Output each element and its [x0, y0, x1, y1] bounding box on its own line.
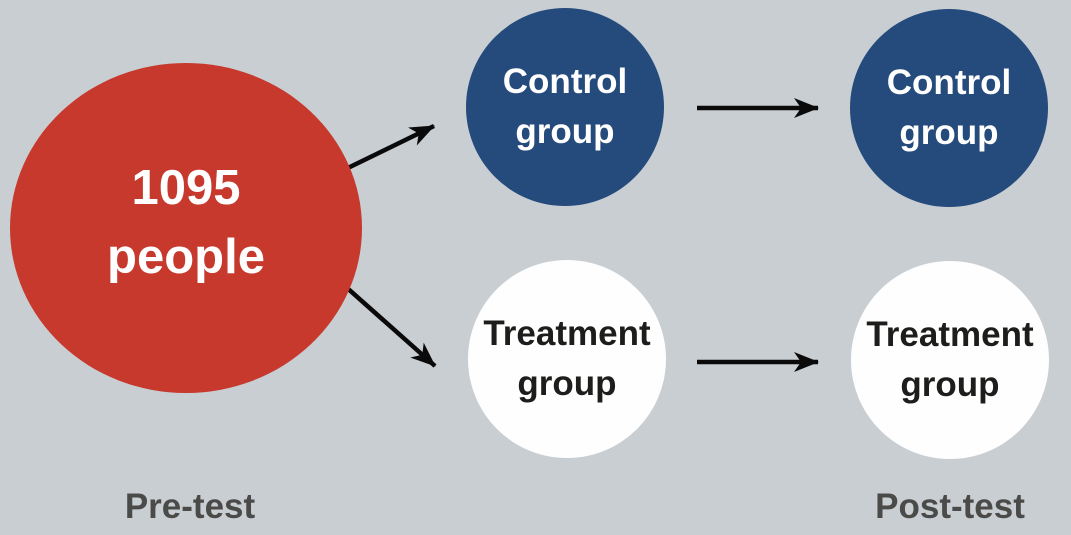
posttest-control-label: Control group: [886, 62, 1012, 152]
pretest-control-label: Control group: [502, 61, 628, 151]
posttest-control-circle: Control group: [850, 9, 1048, 207]
population-label: 1095 people: [107, 161, 265, 284]
pretest-control-circle: Control group: [466, 8, 664, 206]
pretest-treatment-label: Treatment group: [483, 313, 651, 403]
posttest-treatment-circle: Treatment group: [851, 261, 1049, 459]
pretest-stage-label: Pre-test: [124, 487, 256, 526]
population-circle: 1095 people: [10, 63, 362, 393]
posttest-treatment-label: Treatment group: [866, 314, 1034, 404]
pretest-treatment-circle: Treatment group: [468, 260, 666, 458]
posttest-stage-label: Post-test: [875, 487, 1025, 526]
